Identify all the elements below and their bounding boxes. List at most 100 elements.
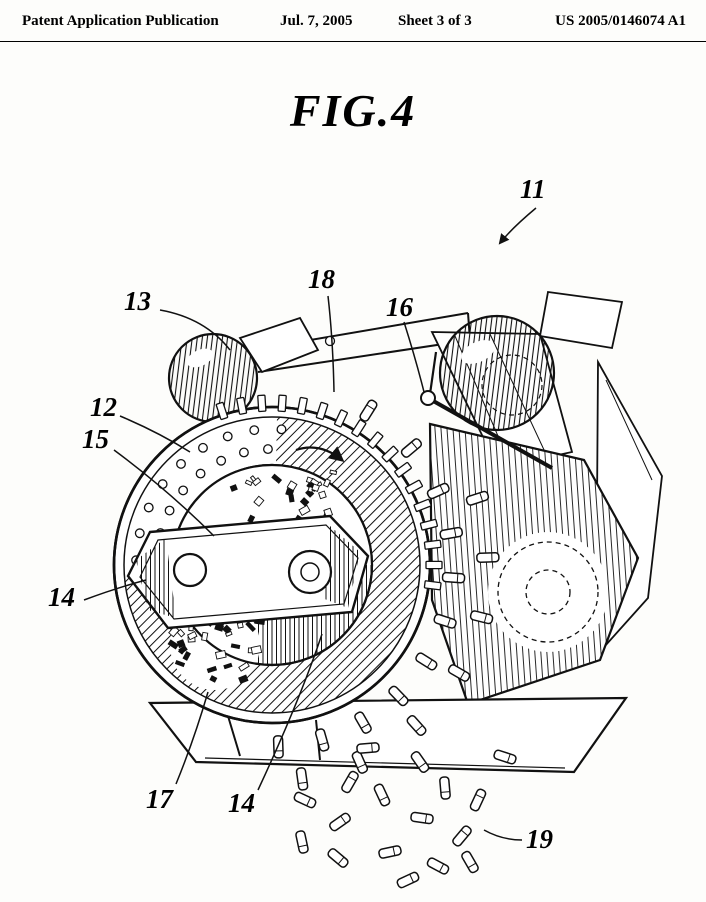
ref-label-14a: 14: [48, 582, 75, 612]
leader-14b: [257, 633, 323, 791]
speckle: [177, 647, 186, 655]
gear-tooth: [419, 518, 438, 531]
pellet: [441, 571, 466, 584]
leader-18: [327, 295, 335, 393]
pellet: [356, 742, 380, 754]
speckle: [329, 469, 338, 476]
speckle: [230, 643, 241, 650]
pellet: [293, 791, 317, 809]
speckle: [322, 478, 332, 488]
ref-label-17: 17: [146, 784, 173, 814]
ref-label-11: 11: [520, 174, 546, 204]
gear-tooth: [236, 396, 248, 415]
speckle: [214, 649, 227, 660]
pellet: [359, 399, 378, 422]
die-hole: [164, 505, 175, 516]
die-hole: [216, 455, 227, 466]
die-hole: [143, 502, 154, 513]
pellet: [378, 845, 402, 859]
pellet: [341, 770, 359, 794]
header-publication: Patent Application Publication: [22, 13, 219, 29]
pellet: [396, 871, 420, 889]
speckle: [206, 665, 218, 674]
gear-tooth: [215, 401, 229, 421]
speckle: [244, 479, 253, 487]
pellet: [295, 830, 309, 854]
speckle: [311, 483, 320, 493]
die-hole: [157, 479, 168, 490]
rotation-arrow: [295, 446, 345, 462]
leader-17: [175, 691, 209, 785]
speckle: [299, 497, 310, 507]
pellet: [447, 664, 471, 682]
gear-tooth: [423, 580, 442, 591]
roller-assembly: [126, 514, 370, 630]
die-hole: [238, 447, 249, 458]
pellet: [465, 490, 490, 506]
die-gear-teeth: [215, 394, 443, 591]
pellet: [426, 857, 450, 875]
adjusting-rod: [427, 396, 553, 470]
speckle: [167, 639, 179, 650]
speckle: [271, 473, 283, 484]
gear-tooth: [315, 401, 329, 421]
pellet: [295, 767, 309, 791]
ref-label-14b: 14: [228, 788, 255, 818]
leader-16: [403, 321, 425, 393]
gear-tooth: [333, 409, 348, 428]
pellet: [452, 825, 472, 847]
figure-title: FIG.4: [289, 85, 417, 136]
header-doc-number: US 2005/0146074 A1: [555, 13, 686, 29]
pellets-extruding: [272, 399, 500, 791]
gear-tooth: [404, 479, 423, 495]
speckle: [286, 480, 298, 492]
header-date: Jul. 7, 2005: [280, 13, 353, 29]
pellet: [493, 749, 517, 765]
gear-tooth: [381, 445, 399, 463]
ref-label-19: 19: [526, 824, 553, 854]
speckle: [238, 674, 249, 684]
pellet: [354, 711, 372, 734]
speckle: [176, 639, 186, 649]
speckle: [253, 495, 265, 507]
speckle: [238, 661, 250, 672]
gear-tooth: [257, 394, 267, 413]
leader-19: [483, 829, 523, 841]
speckle: [201, 631, 209, 642]
speckle: [288, 494, 295, 503]
die-hole: [134, 528, 145, 539]
ref-label-13: 13: [124, 286, 151, 316]
gear-tooth: [296, 396, 308, 415]
pellet: [439, 776, 451, 800]
speckle: [209, 675, 218, 683]
ref-label-16: 16: [386, 292, 413, 322]
pellet: [433, 613, 457, 629]
die-hole: [195, 468, 206, 479]
speckle: [298, 504, 311, 516]
speckle: [214, 623, 224, 632]
die-hole: [249, 425, 260, 436]
pellet: [461, 850, 479, 874]
top-rear-box: [538, 290, 624, 350]
speckle: [250, 645, 263, 655]
leader-15: [113, 449, 215, 537]
feeder-arm: [238, 316, 320, 374]
pellet: [329, 812, 351, 832]
die-hole: [178, 485, 189, 496]
ref-label-15: 15: [82, 424, 109, 454]
pellet: [400, 438, 423, 458]
ref-label-18: 18: [308, 264, 335, 294]
pellet: [439, 526, 464, 540]
pellet: [351, 750, 369, 774]
header-rule: [0, 41, 706, 42]
gear-tooth: [394, 461, 412, 478]
speckle: [187, 630, 198, 641]
pellet: [469, 788, 487, 812]
die-hole: [276, 424, 287, 435]
pellet: [426, 482, 450, 500]
speckle: [224, 630, 233, 637]
speckle: [223, 662, 233, 670]
gear-tooth: [277, 394, 287, 413]
